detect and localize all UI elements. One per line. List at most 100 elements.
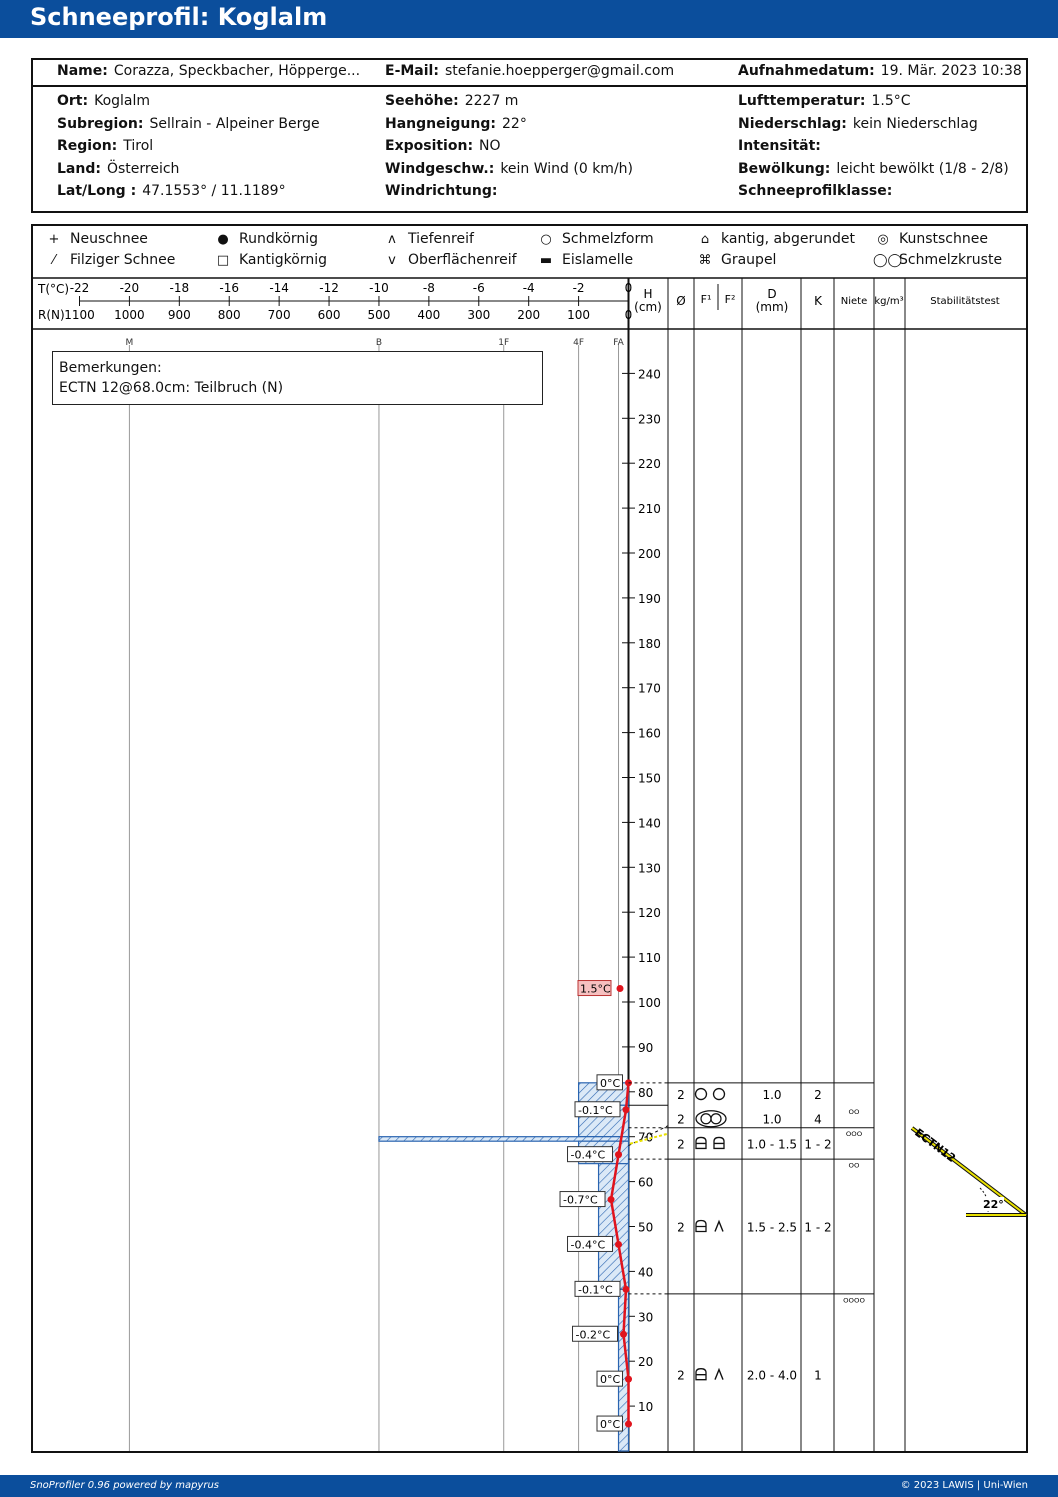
- air-temperature-box: [577, 980, 612, 997]
- filled-circle-icon: ●: [217, 232, 229, 247]
- legend-label: Kunstschnee: [899, 231, 988, 247]
- temperature-label-box: [596, 1074, 623, 1091]
- stability-test-label: ECTN12: [912, 1126, 958, 1165]
- temperature-label: 0°C: [600, 1418, 620, 1431]
- height-unit: (cm): [634, 300, 662, 314]
- temp-tick-label: -8: [423, 281, 435, 295]
- hardness-label: 4F: [573, 338, 584, 348]
- legend-item: +Neuschnee: [44, 231, 148, 247]
- air-temperature-point: [616, 985, 624, 993]
- meta-col2-row: Seehöhe:2227 m: [385, 93, 519, 109]
- temperature-label: -0.4°C: [571, 1149, 606, 1162]
- layer-niete: ᴼᴼ: [849, 1107, 860, 1120]
- r-tick-label: 500: [368, 308, 391, 322]
- stability-marker: [629, 1132, 669, 1145]
- layer-k: 4: [814, 1113, 822, 1127]
- temperature-label: -0.7°C: [563, 1194, 598, 1207]
- legend-item: ○Schmelzform: [536, 231, 653, 247]
- d-unit: (mm): [756, 300, 789, 314]
- layer-niete: ᴼᴼᴼᴼ: [843, 1296, 865, 1309]
- layer-k: 2: [814, 1088, 822, 1102]
- metadata-divider: [31, 85, 1028, 87]
- footer-left: SnoProfiler 0.96 powered by mapyrus: [30, 1480, 220, 1491]
- r-tick-label: 0: [625, 308, 633, 322]
- meta-col1-row: Ort:Koglalm: [57, 93, 151, 109]
- temperature-point: [625, 1420, 632, 1428]
- r-tick-label: 600: [318, 308, 341, 322]
- legend-item: ⌘ Graupel: [695, 252, 777, 268]
- height-tick-label: 50: [638, 1221, 653, 1235]
- r-tick-label: 1000: [114, 308, 145, 322]
- temp-axis-label: T(°C): [37, 282, 69, 296]
- height-tick-label: 20: [638, 1355, 653, 1369]
- legend-label: Kantigkörnig: [239, 252, 327, 268]
- height-tick-label: 40: [638, 1265, 653, 1279]
- layer-niete: ᴼᴼ: [849, 1161, 860, 1174]
- layer-grain-size: 2: [677, 1088, 685, 1102]
- layer-grain-size: 2: [677, 1137, 685, 1151]
- meta-col3-row: Niederschlag:kein Niederschlag: [738, 115, 978, 132]
- f1-header: F¹: [701, 293, 712, 306]
- diameter-header: Ø: [676, 294, 685, 308]
- legend-item: □Kantigkörnig: [213, 252, 327, 268]
- f2-header: F²: [725, 293, 736, 306]
- graupel-icon: ⌘: [698, 253, 712, 268]
- temp-tick-label: -10: [369, 281, 389, 295]
- legend-label: Graupel: [721, 252, 777, 268]
- r-tick-label: 700: [268, 308, 291, 322]
- height-tick-label: 140: [638, 816, 661, 830]
- legend-label: Tiefenreif: [408, 231, 474, 247]
- temperature-label: -0.4°C: [571, 1238, 606, 1251]
- r-tick-label: 200: [517, 308, 540, 322]
- temperature-label: 0°C: [600, 1373, 620, 1386]
- height-tick-label: 130: [638, 861, 661, 875]
- temperature-label: -0.1°C: [578, 1283, 613, 1296]
- temperature-label: -0.1°C: [578, 1104, 613, 1117]
- height-tick-label: 30: [638, 1310, 653, 1324]
- caret-up-icon: [714, 1219, 724, 1232]
- temp-tick-label: -14: [269, 281, 289, 295]
- meta-name: Name:Corazza, Speckbacher, Höpperge...: [57, 63, 361, 79]
- temperature-label-box: [567, 1235, 614, 1252]
- temp-tick-label: -6: [473, 281, 485, 295]
- k-header: K: [814, 294, 823, 308]
- temperature-point: [622, 1285, 630, 1293]
- temperature-label-box: [567, 1146, 614, 1163]
- legend-item: ⁄Filziger Schnee: [44, 252, 175, 268]
- temperature-point: [615, 1240, 623, 1248]
- temperature-label: -0.2°C: [576, 1328, 611, 1341]
- air-temperature-label: 1.5°C: [580, 983, 611, 996]
- r-tick-label: 900: [168, 308, 191, 322]
- niete-header: Niete: [841, 296, 867, 307]
- caret-up-icon: [714, 1367, 724, 1380]
- circle-icon: [710, 1113, 722, 1125]
- temp-tick-label: -2: [573, 281, 585, 295]
- remarks-text: ECTN 12@68.0cm: Teilbruch (N): [59, 380, 284, 396]
- meta-email: E-Mail:stefanie.hoepperger@gmail.com: [385, 63, 675, 79]
- meta-col2-row: Exposition:NO: [385, 138, 501, 154]
- title-bar: Schneeprofil: Koglalm: [0, 0, 1058, 38]
- density-header: kg/m³: [874, 296, 903, 307]
- temp-tick-label: 0: [625, 281, 633, 295]
- height-tick-label: 160: [638, 727, 661, 741]
- temperature-point: [607, 1196, 615, 1204]
- height-tick-label: 10: [638, 1400, 653, 1414]
- hardness-bar: [378, 1136, 630, 1142]
- profile-frame: [31, 224, 1028, 1453]
- slash-icon: ⁄: [52, 253, 56, 268]
- layer-k: 1: [814, 1369, 822, 1383]
- meta-col3-row: Schneeprofilklasse:: [738, 183, 893, 199]
- temperature-point: [625, 1375, 632, 1383]
- temp-tick-label: -18: [170, 281, 190, 295]
- meta-col3-row: Lufttemperatur:1.5°C: [738, 93, 911, 109]
- legend-item: ●Rundkörnig: [213, 231, 318, 247]
- temperature-label: 0°C: [600, 1077, 620, 1090]
- hardness-label: FA: [613, 338, 624, 348]
- legend-label: kantig, abgerundet: [721, 231, 855, 247]
- slope-angle-bg: [980, 1197, 1004, 1211]
- remarks-box: Bemerkungen: ECTN 12@68.0cm: Teilbruch (…: [52, 351, 543, 405]
- temperature-point: [615, 1151, 623, 1159]
- height-tick-label: 200: [638, 547, 661, 561]
